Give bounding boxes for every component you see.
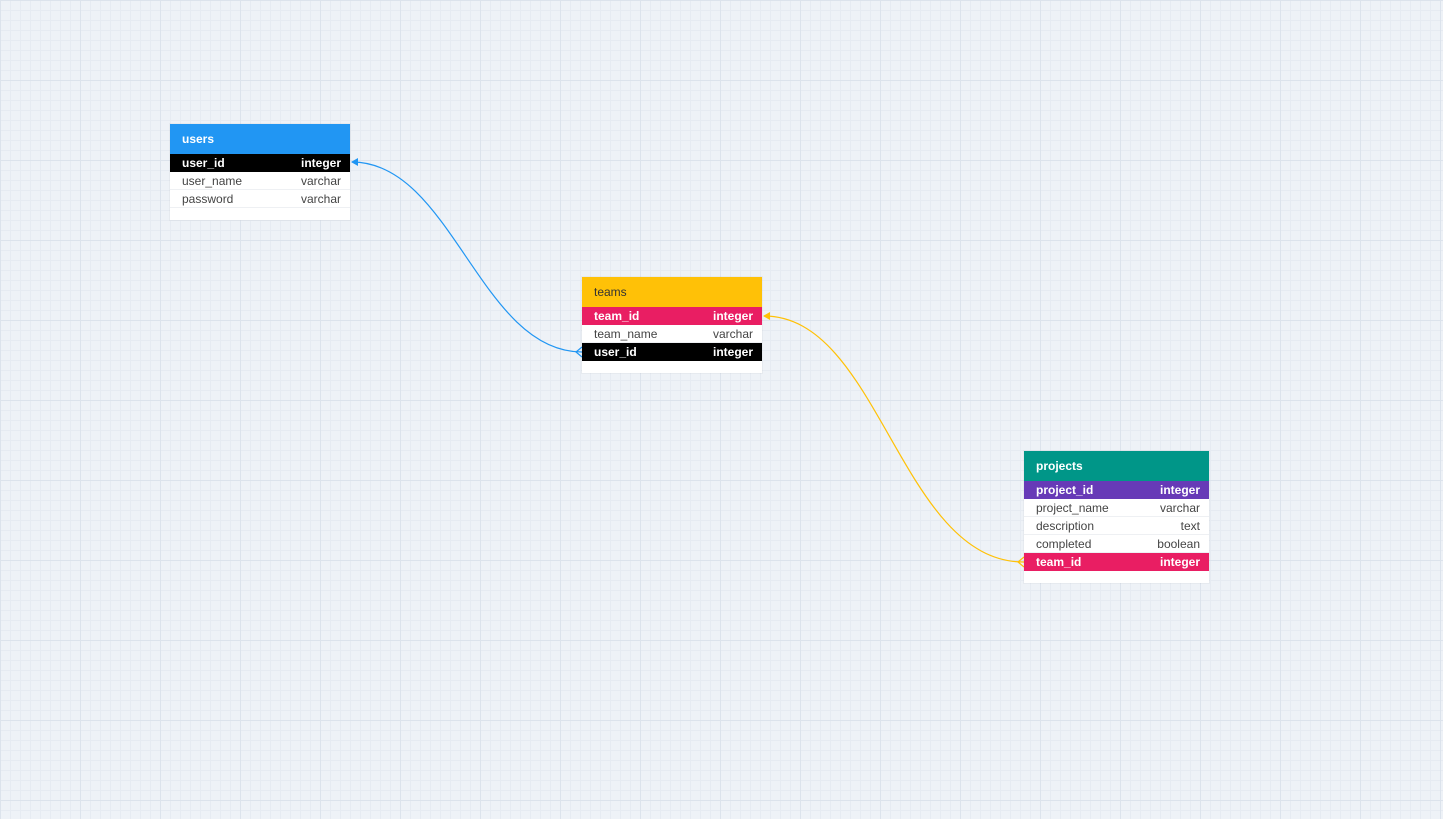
field-name: team_id xyxy=(594,309,640,323)
arrowhead-icon xyxy=(763,312,770,320)
field-type: integer xyxy=(1159,483,1200,497)
field-name: project_id xyxy=(1036,483,1094,497)
field-name: password xyxy=(182,192,234,206)
table-header-teams[interactable]: teams xyxy=(582,277,762,307)
field-row-user-id[interactable]: user_id integer xyxy=(582,343,762,361)
table-projects[interactable]: projects project_id integer project_name… xyxy=(1024,451,1209,583)
field-row-project-name[interactable]: project_name varchar xyxy=(1024,499,1209,517)
table-footer xyxy=(1024,571,1209,583)
field-name: user_name xyxy=(182,174,243,188)
field-name: team_name xyxy=(594,327,658,341)
field-name: team_id xyxy=(1036,555,1082,569)
field-row-password[interactable]: password varchar xyxy=(170,190,350,208)
field-row-user-id[interactable]: user_id integer xyxy=(170,154,350,172)
field-row-completed[interactable]: completed boolean xyxy=(1024,535,1209,553)
field-name: user_id xyxy=(594,345,637,359)
field-type: varchar xyxy=(300,174,341,188)
field-type: integer xyxy=(1159,555,1200,569)
field-type: text xyxy=(1180,519,1200,533)
field-type: integer xyxy=(712,345,753,359)
field-type: integer xyxy=(300,156,341,170)
table-users[interactable]: users user_id integer user_name varchar … xyxy=(170,124,350,220)
field-row-project-id[interactable]: project_id integer xyxy=(1024,481,1209,499)
field-row-team-id[interactable]: team_id integer xyxy=(582,307,762,325)
field-name: project_name xyxy=(1036,501,1109,515)
table-teams[interactable]: teams team_id integer team_name varchar … xyxy=(582,277,762,373)
table-footer xyxy=(582,361,762,373)
field-row-team-id[interactable]: team_id integer xyxy=(1024,553,1209,571)
field-type: varchar xyxy=(300,192,341,206)
table-header-projects[interactable]: projects xyxy=(1024,451,1209,481)
arrowhead-icon xyxy=(351,158,358,166)
table-header-users[interactable]: users xyxy=(170,124,350,154)
link-projects-team-id-to-teams-team-id[interactable] xyxy=(763,315,1025,563)
field-row-user-name[interactable]: user_name varchar xyxy=(170,172,350,190)
field-row-description[interactable]: description text xyxy=(1024,517,1209,535)
field-name: user_id xyxy=(182,156,225,170)
field-type: varchar xyxy=(1159,501,1200,515)
field-type: varchar xyxy=(712,327,753,341)
field-type: integer xyxy=(712,309,753,323)
field-name: description xyxy=(1036,519,1095,533)
table-footer xyxy=(170,208,350,220)
field-name: completed xyxy=(1036,537,1092,551)
field-type: boolean xyxy=(1157,537,1200,551)
link-teams-user-id-to-users-user-id[interactable] xyxy=(351,161,583,353)
field-row-team-name[interactable]: team_name varchar xyxy=(582,325,762,343)
